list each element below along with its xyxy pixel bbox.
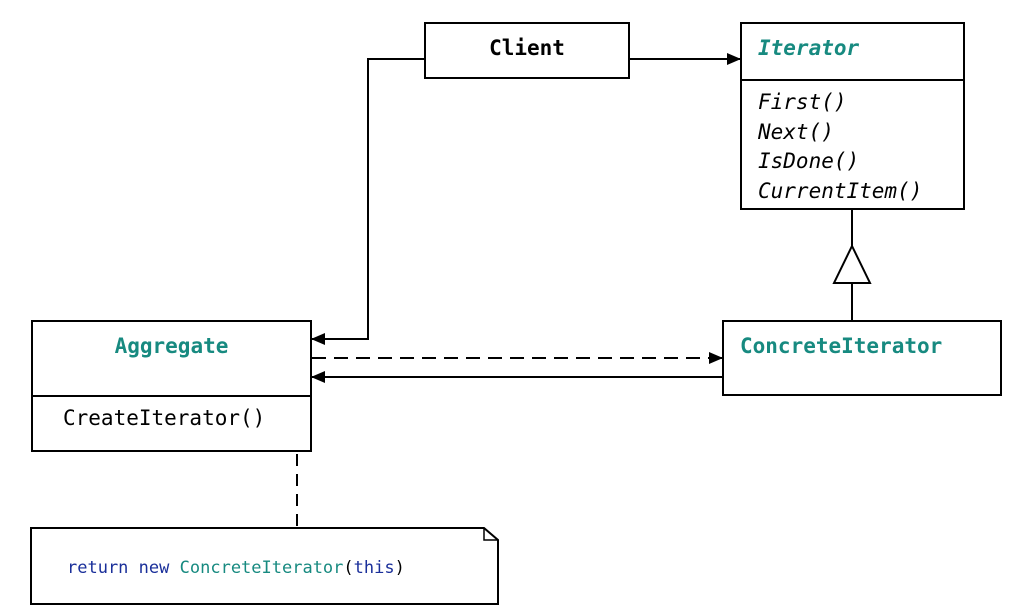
class-iterator-name: Iterator: [758, 36, 860, 60]
class-aggregate-name: Aggregate: [114, 334, 229, 358]
keyword-new: new: [138, 558, 170, 578]
class-iterator-divider: [742, 79, 963, 81]
paren-close: ): [394, 558, 405, 578]
keyword-this: this: [353, 558, 395, 578]
note-code: return new ConcreteIterator(this): [67, 558, 405, 578]
operation-createiterator: CreateIterator(): [63, 406, 266, 430]
operation-first: First(): [758, 90, 847, 114]
operation-currentitem: CurrentItem(): [758, 178, 923, 203]
class-iterator-operations: First() Next() IsDone() CurrentItem(): [758, 88, 922, 206]
client-to-aggregate-association: [311, 58, 424, 345]
note-class-name: ConcreteIterator: [179, 558, 344, 578]
generalization-triangle: [832, 243, 872, 284]
class-iterator: Iterator First() Next() IsDone() Current…: [740, 22, 965, 210]
class-aggregate: Aggregate CreateIterator(): [31, 320, 312, 452]
class-concreteiterator: ConcreteIterator: [722, 320, 1002, 396]
class-client: Client: [424, 22, 630, 79]
note-fold-corner: [483, 528, 498, 541]
class-concreteiterator-name: ConcreteIterator: [740, 334, 943, 358]
operation-next: Next(): [758, 119, 834, 144]
note-box-outline: [30, 527, 499, 605]
class-client-name: Client: [489, 36, 565, 60]
class-aggregate-divider: [33, 395, 310, 397]
note: return new ConcreteIterator(this): [31, 528, 500, 604]
operation-isdone: IsDone(): [758, 149, 860, 173]
paren-open: (: [343, 558, 354, 578]
keyword-return: return: [67, 558, 129, 578]
